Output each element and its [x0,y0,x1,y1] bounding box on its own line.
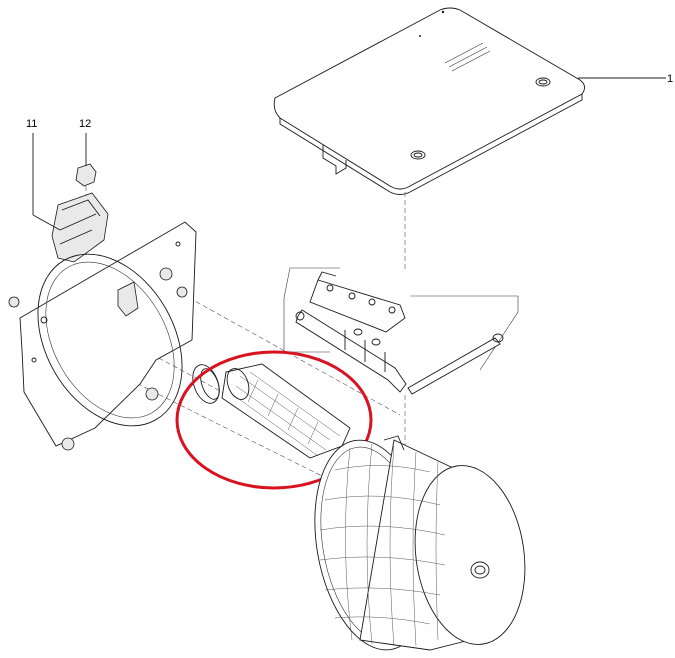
callout-label-11: 11 [26,118,37,130]
water-inlet-manifold [295,271,504,395]
top-lid-part [273,7,666,195]
mount-block-part [32,133,109,263]
screw-part [75,133,97,187]
rear-panel-part [8,221,197,451]
highlight-circle [175,350,373,490]
callout-label-1: 1 [667,73,673,85]
callout-label-12: 12 [79,118,91,130]
drum-part [314,435,526,651]
lint-filter-part [192,363,351,459]
